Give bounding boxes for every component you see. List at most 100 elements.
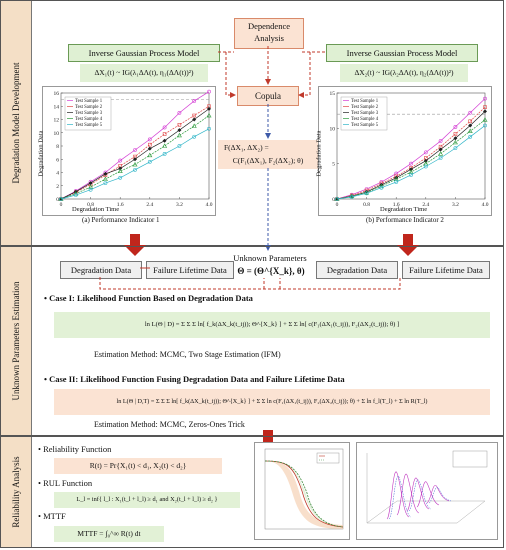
legend-label: Test Sample 1 [351, 99, 379, 104]
data-point [162, 125, 167, 130]
x-tick-label: 4.0 [206, 202, 213, 208]
series-line [336, 106, 486, 200]
copula-eq-line1: F(ΔX₁, ΔX₂) = [224, 143, 269, 152]
ig-equation-left: ΔX₁(t) ~ IG(λ₁ΔΛ(t), η₁(ΔΛ(t))²) [80, 64, 208, 82]
data-point [59, 197, 63, 201]
dash-right-copula [298, 52, 311, 98]
copula-eq-line2: C(F₁(ΔX₁), F₂(ΔX₂); θ) [232, 156, 304, 165]
y-tick-label: 14 [54, 104, 60, 110]
chart1-ylabel: Degradation Data [37, 130, 45, 177]
data-point [103, 171, 108, 176]
data-point [349, 194, 354, 199]
plot-frame [336, 92, 486, 200]
data-point [206, 112, 212, 118]
failure-data-right: Failure Lifetime Data [402, 261, 490, 279]
y-tick-label: 2 [56, 184, 59, 190]
arrow-down-left [124, 234, 146, 256]
data-point [364, 191, 369, 196]
data-point [133, 148, 137, 152]
legend-label: Test Sample 4 [351, 117, 379, 122]
rul-distribution-thumb [356, 442, 498, 540]
y-tick-label: 15 [330, 91, 336, 97]
data-point [177, 122, 182, 127]
x-tick-label: 2.4 [146, 202, 153, 208]
data-point [482, 117, 488, 122]
connector-lines [124, 46, 419, 256]
section-parameter-estimation: Unknown Parameters Estimation [0, 246, 504, 436]
data-point [147, 160, 152, 164]
x-tick-label: 1.6 [393, 202, 400, 208]
data-point [438, 147, 443, 152]
series-line [60, 105, 210, 200]
data-point [453, 125, 458, 129]
data-point [453, 146, 458, 151]
legend-label: Test Sample 4 [75, 117, 103, 122]
ig-model-left-label: Inverse Gaussian Process Model [88, 48, 200, 58]
y-tick-label: 0 [332, 197, 335, 203]
case2-method: Estimation Method: MCMC, Zeros-Ones Tric… [94, 420, 245, 429]
data-point [147, 137, 152, 142]
ig-model-right-label: Inverse Gaussian Process Model [346, 48, 458, 58]
y-tick-label: 8 [56, 144, 59, 150]
data-point [423, 164, 428, 169]
rul-function-label: RUL Function [43, 478, 93, 488]
unknown-params-title: Unknown Parameters [233, 253, 307, 263]
data-point [148, 142, 152, 147]
y-tick-label: 10 [54, 131, 60, 137]
data-point [409, 161, 413, 166]
mttf-label: MTTF [43, 511, 66, 521]
case1-title: • Case I: Likelihood Function Based on D… [44, 293, 253, 303]
series-line [336, 125, 486, 200]
data-point [133, 157, 137, 162]
section-degradation-model: Degradation Model Development [0, 0, 504, 246]
reliability-function-label: Reliability Function [43, 444, 112, 454]
case2-label: Case II: Likelihood Function Fusing Degr… [49, 374, 345, 384]
data-point [394, 180, 399, 184]
data-connectors [99, 267, 401, 290]
mttf-equation: MTTF = ∫₀^∞ R(t) dt [54, 526, 164, 542]
data-point [103, 181, 108, 186]
legend-label: Test Sample 2 [351, 105, 379, 110]
x-tick-label: 0.8 [363, 202, 370, 208]
data-point [162, 132, 167, 136]
data-point [88, 187, 93, 192]
case1-label: Case I: Likelihood Function Based on Deg… [49, 293, 253, 303]
data-point [207, 106, 211, 111]
section-label-1: Degradation Model Development [1, 1, 32, 245]
y-tick-label: 5 [332, 162, 335, 168]
data-point [102, 176, 108, 181]
series-line [60, 91, 210, 200]
y-tick-label: 4 [56, 171, 59, 177]
chart2-xlabel: Degradation Time [380, 206, 428, 213]
data-point [467, 128, 473, 133]
data-point [192, 117, 197, 122]
y-tick-label: 16 [54, 91, 60, 97]
x-tick-label: 1.6 [117, 202, 124, 208]
legend-label: Test Sample 2 [75, 105, 103, 110]
legend-label: Test Sample 5 [75, 123, 103, 128]
rul-function-title: • RUL Function [38, 478, 93, 488]
data-point [438, 139, 443, 143]
data-point [118, 175, 123, 180]
data-point [452, 139, 458, 145]
section-title-3: Reliability Analysis [11, 456, 21, 528]
legend-label: Test Sample 3 [75, 111, 103, 116]
data-point [177, 128, 182, 133]
copula-equation: F(ΔX₁, ΔX₂) = C(F₁(ΔX₁), F₂(ΔX₂); θ) [218, 140, 318, 169]
y-tick-label: 0 [56, 197, 59, 203]
data-point [483, 109, 487, 114]
dependence-analysis-box: Dependence Analysis [234, 18, 304, 49]
series-line [336, 98, 486, 200]
y-tick-label: 12 [54, 118, 60, 124]
copula-label: Copula [255, 91, 281, 101]
data-point [176, 132, 182, 138]
data-point [483, 105, 487, 109]
section-label-3: Reliability Analysis [1, 437, 32, 547]
dash-left-copula [225, 52, 236, 98]
data-point [88, 181, 93, 186]
data-point [192, 99, 197, 103]
data-point [73, 193, 78, 197]
case1-equation: ln L(Θ | D) = Σ Σ Σ ln[ f_k(ΔX_k(t_ij));… [54, 312, 490, 338]
